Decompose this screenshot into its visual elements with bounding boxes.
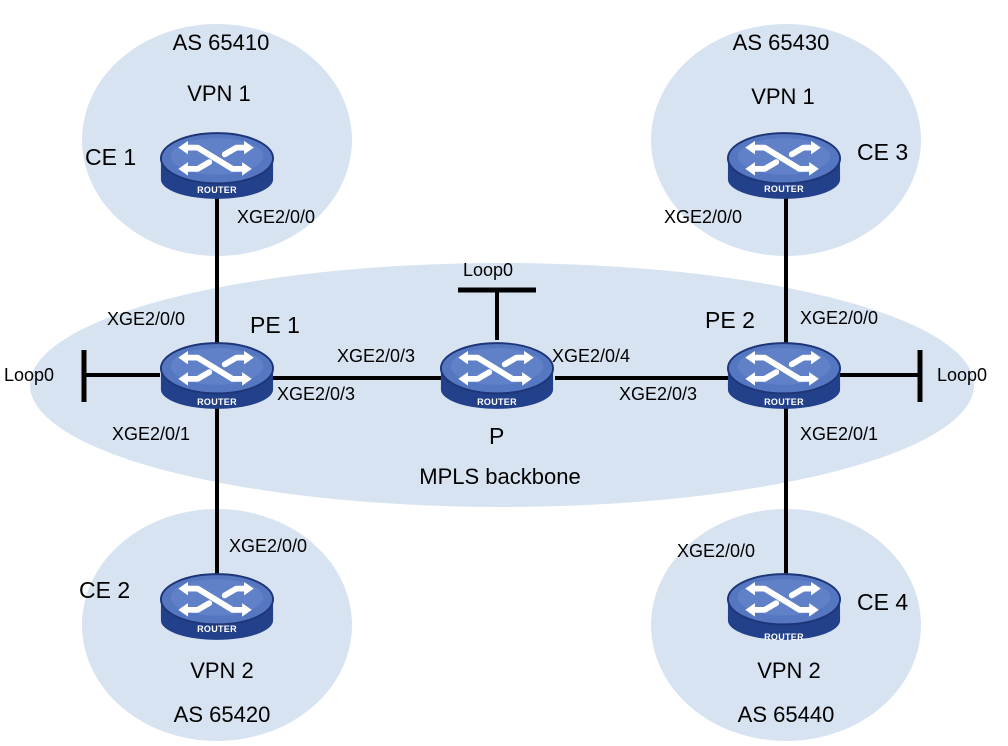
interface-label-ce3-down: XGE2/0/0 (664, 207, 742, 227)
device-label-ce1: CE 1 (85, 144, 136, 170)
vpn-label-ce1-site: VPN 1 (187, 81, 251, 106)
vpn-label-ce3-site: VPN 1 (751, 84, 815, 109)
interface-label-p-right: XGE2/0/4 (552, 346, 630, 366)
router-icon-label: ROUTER (477, 397, 517, 407)
device-label-ce3: CE 3 (857, 139, 908, 165)
router-p[interactable]: ROUTER (441, 343, 553, 409)
router-icon-label: ROUTER (764, 632, 804, 642)
interface-label-pe1-down: XGE2/0/1 (112, 424, 190, 444)
vpn-label-ce4-site: VPN 2 (757, 658, 821, 683)
vpn-label-ce2-site: VPN 2 (190, 658, 254, 683)
device-label-pe2: PE 2 (705, 307, 755, 333)
interface-label-ce2-up: XGE2/0/0 (229, 536, 307, 556)
interface-label-pe2-up: XGE2/0/0 (800, 308, 878, 328)
mpls-backbone-label: MPLS backbone (419, 464, 580, 489)
router-icon (728, 574, 840, 640)
interface-label-pe2-left: XGE2/0/3 (619, 384, 697, 404)
as-label-ce1-site: AS 65410 (173, 30, 270, 55)
as-label-ce2-site: AS 65420 (174, 702, 271, 727)
device-label-pe1: PE 1 (250, 312, 300, 338)
router-icon-label: ROUTER (764, 184, 804, 194)
router-ce3[interactable]: ROUTER (728, 133, 840, 199)
router-icon-label: ROUTER (197, 185, 237, 195)
device-label-ce2: CE 2 (79, 577, 130, 603)
router-icon-label: ROUTER (764, 397, 804, 407)
as-label-ce4-site: AS 65440 (738, 702, 835, 727)
router-pe2[interactable]: ROUTER (728, 343, 840, 409)
router-pe1[interactable]: ROUTER (161, 343, 273, 409)
router-icon-label: ROUTER (197, 397, 237, 407)
interface-label-pe1-up: XGE2/0/0 (107, 309, 185, 329)
interface-label-pe1-right: XGE2/0/3 (277, 384, 355, 404)
router-icon-label: ROUTER (197, 624, 237, 634)
interface-label-ce1-down: XGE2/0/0 (237, 207, 315, 227)
device-label-p: P (489, 423, 504, 449)
interface-label-pe2-down: XGE2/0/1 (800, 424, 878, 444)
device-label-ce4: CE 4 (857, 589, 908, 615)
interface-label-p-left: XGE2/0/3 (337, 346, 415, 366)
router-ce4[interactable]: ROUTER (728, 574, 840, 642)
as-label-ce3-site: AS 65430 (733, 30, 830, 55)
loopback-label-pe1: Loop0 (4, 365, 54, 385)
router-ce1[interactable]: ROUTER (161, 133, 273, 199)
interface-label-ce4-up: XGE2/0/0 (677, 541, 755, 561)
loopback-label-pe2: Loop0 (937, 365, 987, 385)
loopback-label-p: Loop0 (463, 260, 513, 280)
router-ce2[interactable]: ROUTER (161, 574, 273, 640)
